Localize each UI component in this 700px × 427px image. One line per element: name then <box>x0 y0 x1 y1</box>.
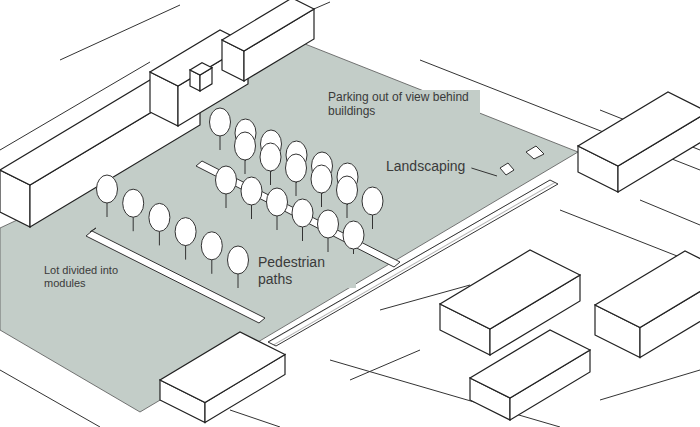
tree-crown <box>362 187 383 215</box>
tree-crown <box>97 175 118 203</box>
street-line <box>230 410 280 427</box>
building <box>470 330 590 398</box>
building <box>190 63 212 75</box>
landscaping-details <box>471 146 544 176</box>
tree-crown <box>175 218 196 246</box>
building <box>222 0 314 51</box>
tree-crown <box>228 246 249 274</box>
trees <box>97 108 384 288</box>
tree-crown <box>260 143 281 171</box>
tree-crown <box>210 108 231 136</box>
tree-crown <box>235 132 256 160</box>
tree-crown <box>201 232 222 260</box>
tree-crown <box>216 166 237 194</box>
building <box>440 250 580 329</box>
planting-bed <box>500 163 514 175</box>
annotation-label: Pedestrian paths <box>256 254 356 288</box>
street-line <box>640 200 700 225</box>
annotation-label: Landscaping <box>384 158 467 175</box>
annotation-label: Parking out of view behind buildings <box>326 90 480 119</box>
tree-crown <box>292 199 313 227</box>
tree-crown <box>286 154 307 182</box>
leader-line <box>471 168 497 176</box>
planting-bed <box>526 146 544 159</box>
tree-crown <box>149 203 170 231</box>
tree-crown <box>267 188 288 216</box>
building <box>595 251 700 328</box>
tree-crown <box>337 176 358 204</box>
building <box>578 92 700 166</box>
parking-lot <box>0 42 578 412</box>
planter-strips <box>86 161 558 346</box>
tree-crown <box>318 210 339 238</box>
tree-crown <box>241 177 262 205</box>
street-line <box>600 370 700 400</box>
building <box>0 68 200 185</box>
tree-crown <box>123 189 144 217</box>
street-line <box>60 5 180 60</box>
building <box>160 332 285 403</box>
tree-crown <box>343 221 364 249</box>
tree-crown <box>311 165 332 193</box>
street-line <box>350 350 420 380</box>
annotation-label: Lot divided into modules <box>42 264 128 290</box>
